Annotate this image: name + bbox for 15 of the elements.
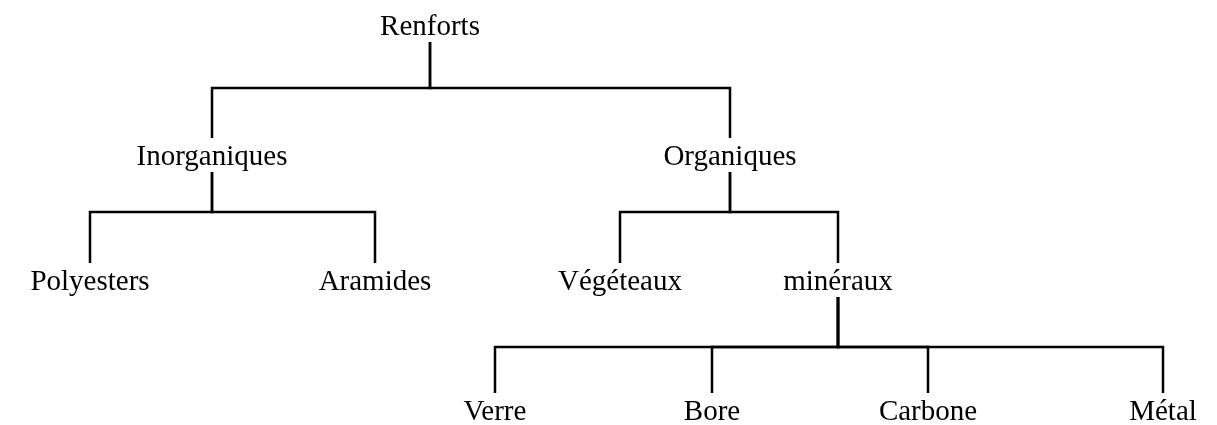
category-label: Polyesters [30, 263, 150, 297]
category-label: Inorganiques [136, 138, 288, 172]
category-label: Carbone [878, 393, 978, 425]
category-label: minéraux [783, 263, 893, 297]
tree-connector [728, 172, 840, 263]
tree-connector [210, 172, 377, 263]
tree-connector [836, 297, 1165, 393]
category-label: Verre [463, 393, 527, 425]
category-label: Végéteaux [558, 263, 682, 297]
category-label: Bore [683, 393, 741, 425]
tree-connector [428, 42, 732, 138]
category-label: Métal [1129, 393, 1197, 425]
category-label: Aramides [318, 263, 432, 297]
category-label: Organiques [663, 138, 797, 172]
category-label: Renforts [380, 8, 480, 42]
